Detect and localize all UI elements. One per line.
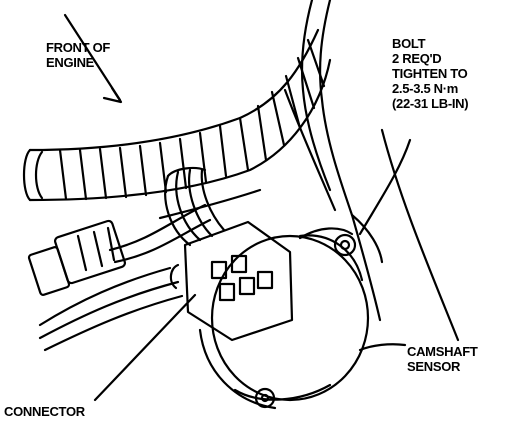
camshaft-sensor-line: CAMSHAFT [407, 344, 478, 359]
bolt-callout-line: TIGHTEN TO [392, 66, 468, 81]
leader-lines [63, 13, 412, 402]
connector-label: CONNECTOR [4, 404, 85, 419]
inline-connector [27, 219, 127, 296]
bolt-callout-line: 2.5-3.5 N·m [392, 81, 459, 96]
front-of-engine-label: FRONT OF ENGINE [46, 40, 110, 70]
camshaft-sensor-label: CAMSHAFT SENSOR [407, 344, 478, 374]
front-of-engine-line: ENGINE [46, 55, 95, 70]
camshaft-sensor-body [198, 227, 370, 410]
wiring-harness [22, 28, 332, 202]
sensor-pigtail [164, 166, 226, 247]
front-of-engine-line: FRONT OF [46, 40, 111, 55]
bolt-callout-line: 2 REQ'D [392, 51, 442, 66]
engine-cover-outline [283, 0, 460, 342]
sensor-connector [169, 220, 294, 342]
bolt-callout-line: BOLT [392, 36, 426, 51]
bolt-callout: BOLT 2 REQ'D TIGHTEN TO 2.5-3.5 N·m (22-… [392, 36, 469, 111]
camshaft-sensor-line: SENSOR [407, 359, 461, 374]
bolt-callout-line: (22-31 LB-IN) [392, 96, 469, 111]
